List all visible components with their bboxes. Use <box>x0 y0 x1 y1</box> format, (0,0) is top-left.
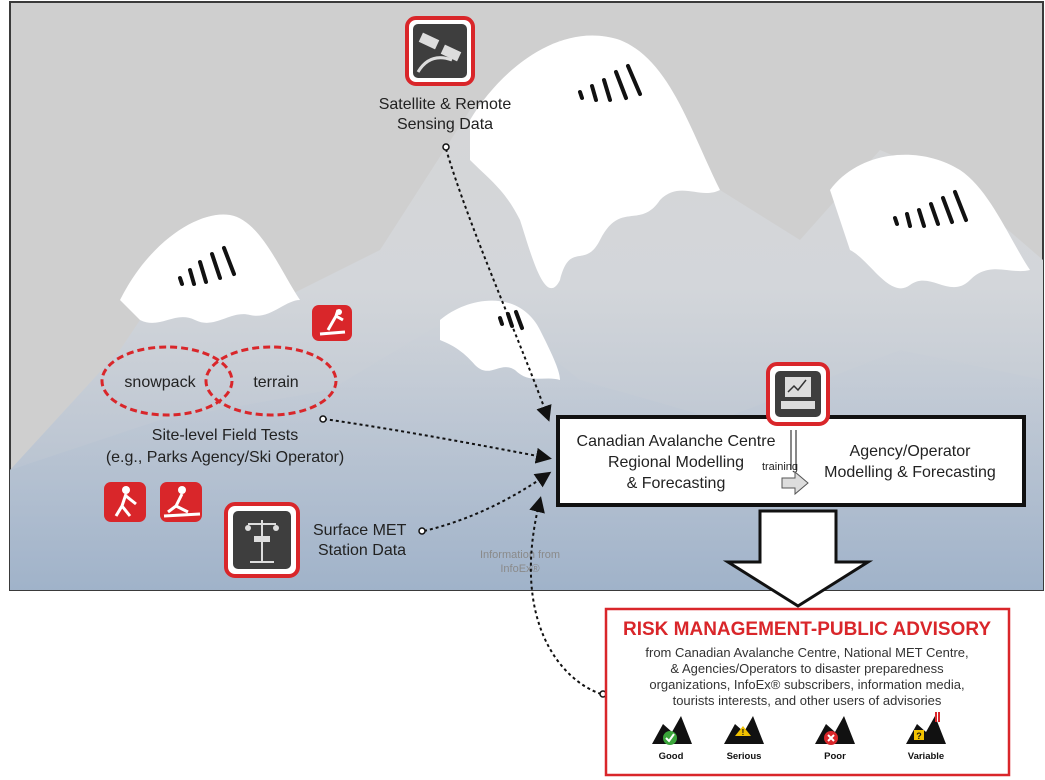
satellite-label-line1: Satellite & Remote <box>379 96 512 113</box>
rating-variable-label: Variable <box>908 751 944 762</box>
skier-icon-top <box>312 305 352 341</box>
advisory-body-line2: & Agencies/Operators to disaster prepare… <box>670 661 944 676</box>
snow-cap-large <box>470 35 720 289</box>
hiker-icon <box>104 482 146 522</box>
centre-right-line1: Agency/Operator <box>850 443 972 460</box>
advisory-body-line1: from Canadian Avalanche Centre, National… <box>645 645 968 660</box>
snowpack-label: snowpack <box>124 374 196 391</box>
rating-poor-label: Poor <box>824 751 846 762</box>
rating-poor: Poor <box>815 716 855 762</box>
field-tests-caption-line2: (e.g., Parks Agency/Ski Operator) <box>106 449 344 466</box>
rating-serious-label: Serious <box>727 751 762 762</box>
centre-left-line1: Canadian Avalanche Centre <box>577 433 776 450</box>
advisory-title: RISK MANAGEMENT-PUBLIC ADVISORY <box>623 619 991 640</box>
surface-met-connector <box>423 471 552 532</box>
advisory-body-line4: tourists interests, and other users of a… <box>673 693 942 708</box>
svg-text:?: ? <box>916 731 922 741</box>
centre-right-line2: Modelling & Forecasting <box>824 464 996 481</box>
training-label: training <box>762 461 798 473</box>
advisory-flow-arrow <box>722 509 874 608</box>
computer-icon <box>766 362 830 426</box>
satellite-icon <box>405 16 475 86</box>
rock-stripes <box>178 64 968 330</box>
terrain-label: terrain <box>253 374 298 391</box>
forecasting-centre-box <box>556 415 1026 507</box>
snow-cap-left <box>120 214 300 323</box>
advisory-body-line3: organizations, InfoEx® subscribers, info… <box>649 677 964 692</box>
ski-touring-icon <box>160 482 202 522</box>
field-tests-connector <box>323 418 552 464</box>
training-arrow <box>781 470 809 496</box>
risk-advisory-box <box>604 607 1011 777</box>
snow-cap-mid <box>440 300 560 380</box>
rating-good: Good <box>652 716 692 762</box>
surface-met-label-line1: Surface MET <box>313 522 407 539</box>
field-tests-caption-line1: Site-level Field Tests <box>152 427 298 444</box>
satellite-connector <box>445 148 552 422</box>
surface-met-label-line2: Station Data <box>318 542 406 559</box>
snow-cap-right <box>830 154 1030 289</box>
data-flow-connectors <box>323 148 602 695</box>
terrain-ellipse <box>204 345 338 417</box>
question-icon <box>914 730 924 740</box>
rating-variable: ? Variable <box>906 712 946 762</box>
rating-serious: ! Serious <box>724 716 764 762</box>
centre-left-line2: Regional Modelling <box>608 454 744 471</box>
satellite-label-line2: Sensing Data <box>397 116 493 133</box>
infoex-label-line1: Information from <box>480 549 560 561</box>
snowpack-ellipse <box>100 345 234 417</box>
svg-text:!: ! <box>742 728 745 737</box>
rating-good-label: Good <box>659 751 684 762</box>
warning-triangle-icon <box>735 726 751 736</box>
weather-station-icon <box>224 502 300 578</box>
centre-left-line3: & Forecasting <box>627 475 726 492</box>
infoex-label-line2: InfoEx® <box>500 563 539 575</box>
